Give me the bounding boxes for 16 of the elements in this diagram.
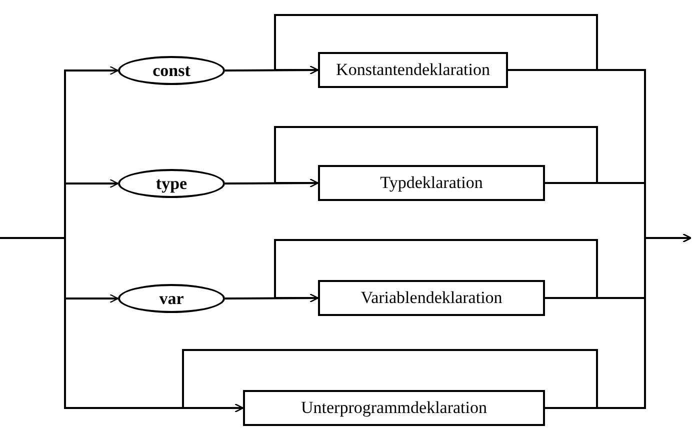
declaration-box: [318, 165, 545, 201]
declaration-label: Typdeklaration: [380, 173, 483, 193]
declaration-box: [318, 280, 545, 316]
keyword-text: const: [152, 60, 190, 80]
keyword-text: type: [156, 174, 188, 194]
declaration-label: Variablendeklaration: [360, 288, 502, 308]
declaration-box: [318, 52, 508, 88]
arrow: [182, 349, 598, 413]
arrow: [545, 233, 692, 409]
keyword-text: var: [159, 288, 184, 308]
declaration-label: Konstantendeklaration: [336, 60, 490, 80]
arrow: [274, 14, 598, 75]
arrow: [274, 126, 598, 188]
declaration-label: Unterprogrammdeklaration: [301, 398, 487, 418]
arrow: [274, 239, 598, 303]
declaration-box: [243, 390, 545, 426]
